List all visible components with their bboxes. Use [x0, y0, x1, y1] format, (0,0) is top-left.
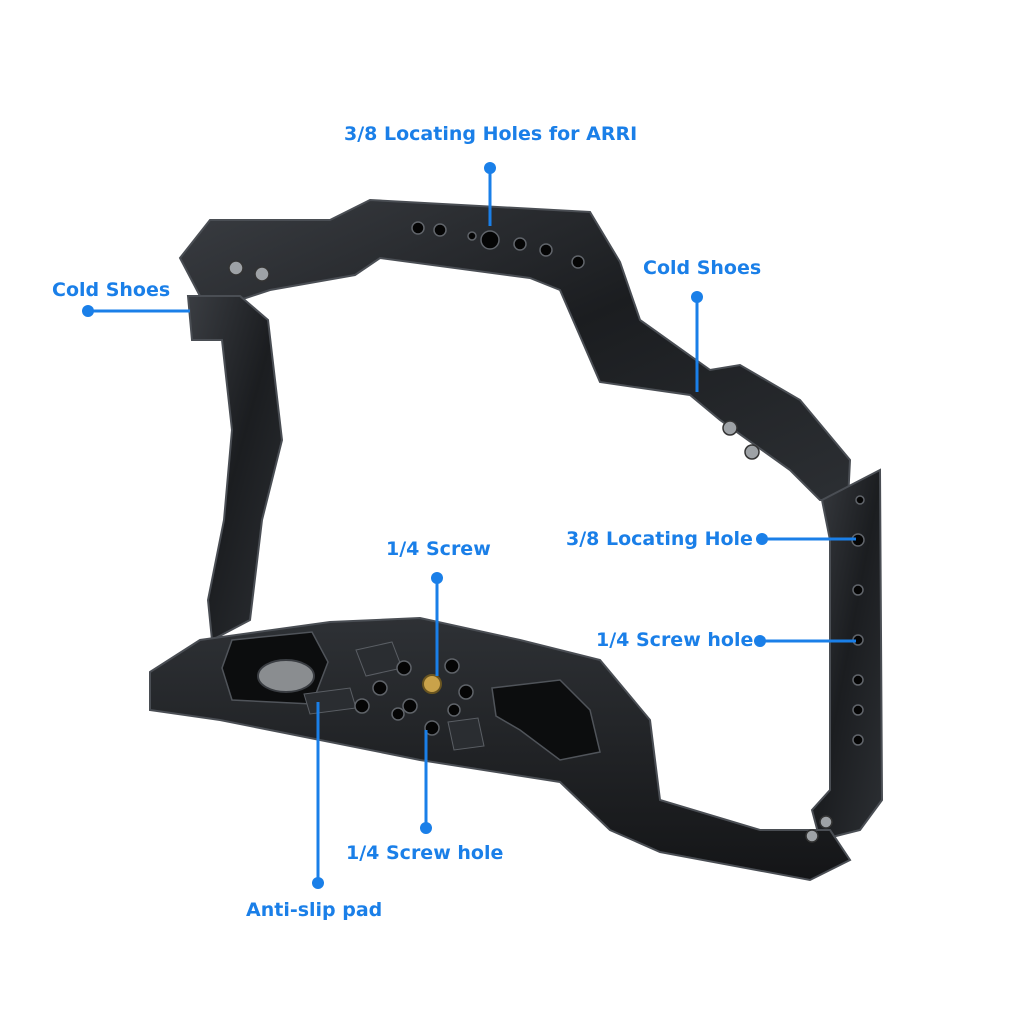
callout-dot-cold-left — [82, 305, 94, 317]
cage-right-post — [810, 468, 884, 842]
label-screw-hole-right: 1/4 Screw hole — [596, 629, 754, 651]
bottom-right-screws — [805, 815, 833, 843]
top-bar-holes — [411, 221, 585, 269]
callout-dot-screw-hole-right — [754, 635, 766, 647]
callout-dots — [82, 162, 768, 889]
label-anti-slip: Anti-slip pad — [246, 899, 383, 921]
cage-base-plate — [149, 616, 852, 882]
cage-left-post — [186, 295, 284, 642]
tripod-screw — [422, 674, 442, 694]
top-left-screws — [228, 260, 270, 282]
base-plate-holes — [354, 658, 474, 736]
callout-dot-cold-right — [691, 291, 703, 303]
anti-slip-pad-3 — [447, 717, 485, 751]
top-right-screws — [722, 420, 760, 460]
cage-top-bar — [178, 198, 852, 501]
base-cutout-right — [491, 679, 601, 761]
callout-dot-anti-slip — [312, 877, 324, 889]
label-screw: 1/4 Screw — [386, 538, 491, 560]
callout-dot-screw-hole-bottom — [420, 822, 432, 834]
base-knob — [257, 659, 315, 693]
label-cold-shoes-left: Cold Shoes — [52, 279, 171, 301]
callout-lines — [88, 168, 856, 883]
label-screw-hole-bottom: 1/4 Screw hole — [346, 842, 504, 864]
label-locating-hole: 3/8 Locating Hole — [566, 528, 753, 550]
label-arri-holes: 3/8 Locating Holes for ARRI — [344, 123, 638, 145]
right-post-holes — [851, 495, 865, 746]
callout-dot-arri — [484, 162, 496, 174]
label-cold-shoes-right: Cold Shoes — [643, 257, 762, 279]
callout-dot-screw-top — [431, 572, 443, 584]
callout-dot-locating — [756, 533, 768, 545]
